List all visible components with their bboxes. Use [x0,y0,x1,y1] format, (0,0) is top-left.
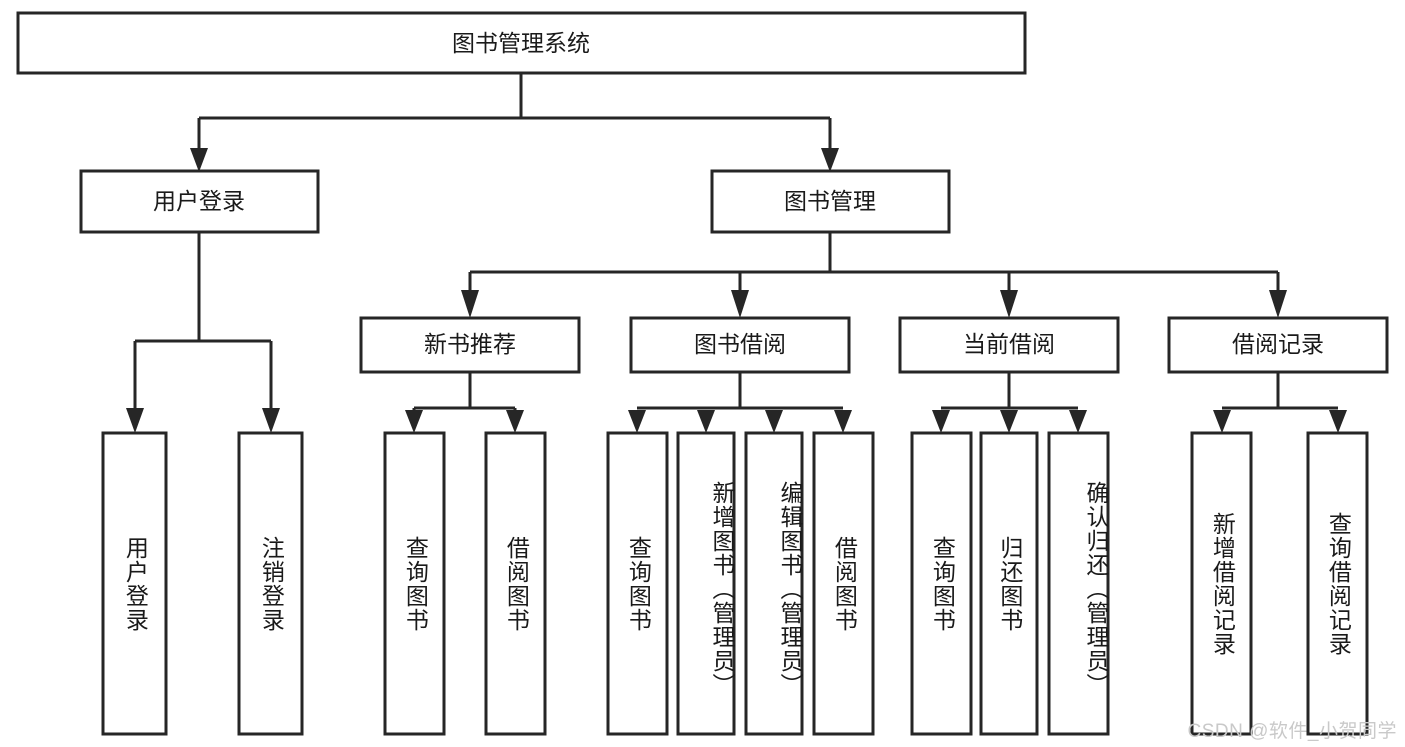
leaf-box-bookborrow-2[interactable] [676,431,736,736]
node-root-box[interactable] [16,11,1027,75]
arrow-newbook-leaf-2 [506,410,524,433]
leaf-box-user-login-2[interactable] [237,431,304,736]
arrow-current-borrow [1000,290,1018,318]
leaf-box-currentborrow-1[interactable] [910,431,973,736]
arrow-book-borrow [731,290,749,318]
leaf-box-newbook-1[interactable] [383,431,446,736]
arrow-newbook-leaf-1 [405,410,423,433]
node-root[interactable]: 图书管理系统 [16,11,1027,75]
node-borrow-record[interactable]: 借阅记录 [1167,316,1389,374]
node-user-login-label: 用户登录 [153,188,245,214]
arrow-new-book [461,290,479,318]
node-current-borrow-label: 当前借阅 [963,331,1055,357]
arrow-currentborrow-leaf-3 [1069,410,1087,433]
arrow-leaf-user-login [126,408,144,433]
node-borrow-record-box[interactable] [1167,316,1389,374]
arrow-bookborrow-leaf-1 [628,410,646,433]
node-user-login[interactable]: 用户登录 [79,169,320,234]
leaf-box-currentborrow-3[interactable] [1047,431,1110,736]
node-new-book-recommend-label: 新书推荐 [424,331,516,357]
connector-group [126,73,1347,433]
leaf-box-bookborrow-3[interactable] [744,431,804,736]
leaf-box-currentborrow-2[interactable] [979,431,1039,736]
arrow-bookborrow-leaf-2 [697,410,715,433]
node-book-manage[interactable]: 图书管理 [710,169,951,234]
node-book-borrow-box[interactable] [629,316,851,374]
leaf-box-borrowrecord-1[interactable] [1190,431,1253,736]
arrow-borrowrecord-leaf-1 [1213,410,1231,433]
arrow-currentborrow-leaf-2 [1000,410,1018,433]
node-book-manage-label: 图书管理 [784,188,876,214]
leaf-box-user-login-1[interactable] [101,431,168,736]
node-root-label: 图书管理系统 [452,30,590,56]
arrow-leaf-logout [262,408,280,433]
node-current-borrow-box[interactable] [898,316,1120,374]
node-new-book-recommend[interactable]: 新书推荐 [359,316,581,374]
arrow-borrowrecord-leaf-2 [1329,410,1347,433]
node-book-borrow[interactable]: 图书借阅 [629,316,851,374]
arrow-bookborrow-leaf-3 [765,410,783,433]
node-user-login-box[interactable] [79,169,320,234]
node-book-manage-box[interactable] [710,169,951,234]
arrow-borrow-record [1269,290,1287,318]
arrow-user-login [190,148,208,172]
node-new-book-recommend-box[interactable] [359,316,581,374]
csdn-watermark: CSDN @软件_小贺同学 [1187,721,1397,742]
arrow-currentborrow-leaf-1 [932,410,950,433]
leaf-box-borrowrecord-2[interactable] [1306,431,1369,736]
node-current-borrow[interactable]: 当前借阅 [898,316,1120,374]
leaf-box-bookborrow-1[interactable] [606,431,669,736]
arrow-book-manage [821,148,839,172]
node-borrow-record-label: 借阅记录 [1232,331,1324,357]
leaf-box-bookborrow-4[interactable] [812,431,875,736]
node-book-borrow-label: 图书借阅 [694,331,786,357]
leaf-box-newbook-2[interactable] [484,431,547,736]
arrow-bookborrow-leaf-4 [834,410,852,433]
